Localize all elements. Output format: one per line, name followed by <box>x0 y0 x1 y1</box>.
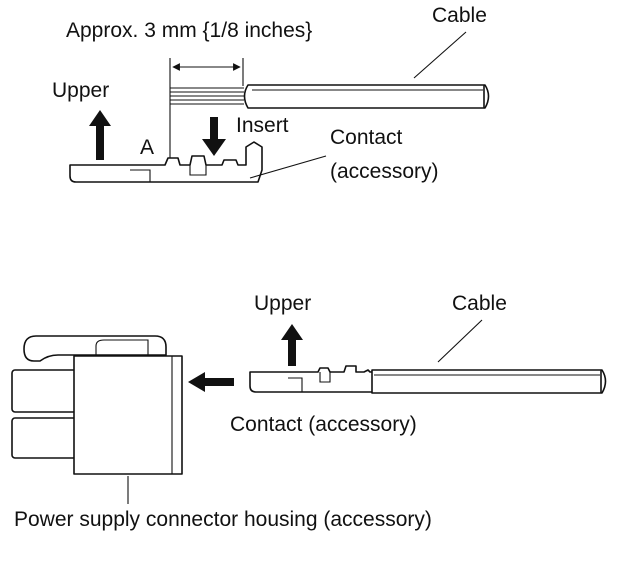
strip-length-dimension <box>169 58 244 158</box>
bottom-cable <box>371 369 607 394</box>
housing-label: Power supply connector housing (accessor… <box>14 508 432 531</box>
top-contact-leader <box>249 155 327 179</box>
bottom-cable-leader <box>437 319 483 363</box>
point-a-label: A <box>140 136 154 159</box>
strip-length-label: Approx. 3 mm {1/8 inches} <box>66 19 312 42</box>
bottom-upper-label: Upper <box>254 292 311 315</box>
bottom-upper-arrow <box>281 324 303 366</box>
insert-label: Insert <box>236 114 289 137</box>
top-cable-label: Cable <box>432 4 487 27</box>
top-cable-leader <box>413 31 467 79</box>
bottom-cable-label: Cable <box>452 292 507 315</box>
bottom-figure: Upper Cable Contact (accessory) Power su… <box>11 292 607 531</box>
insert-arrow <box>202 117 226 156</box>
top-contact-label-line2: (accessory) <box>330 160 439 183</box>
top-contact-label-line1: Contact <box>330 126 403 149</box>
top-cable <box>243 84 490 109</box>
bottom-contact-label: Contact (accessory) <box>230 413 417 436</box>
top-contact-terminal <box>69 141 263 183</box>
bottom-contact-terminal <box>249 365 375 393</box>
top-figure: Approx. 3 mm {1/8 inches} Cable Upper A … <box>52 4 490 183</box>
top-upper-label: Upper <box>52 79 109 102</box>
insertion-direction-arrow <box>188 372 234 392</box>
top-upper-arrow <box>89 110 111 160</box>
power-supply-connector-housing <box>11 335 183 475</box>
exposed-wire-strands <box>170 87 244 105</box>
